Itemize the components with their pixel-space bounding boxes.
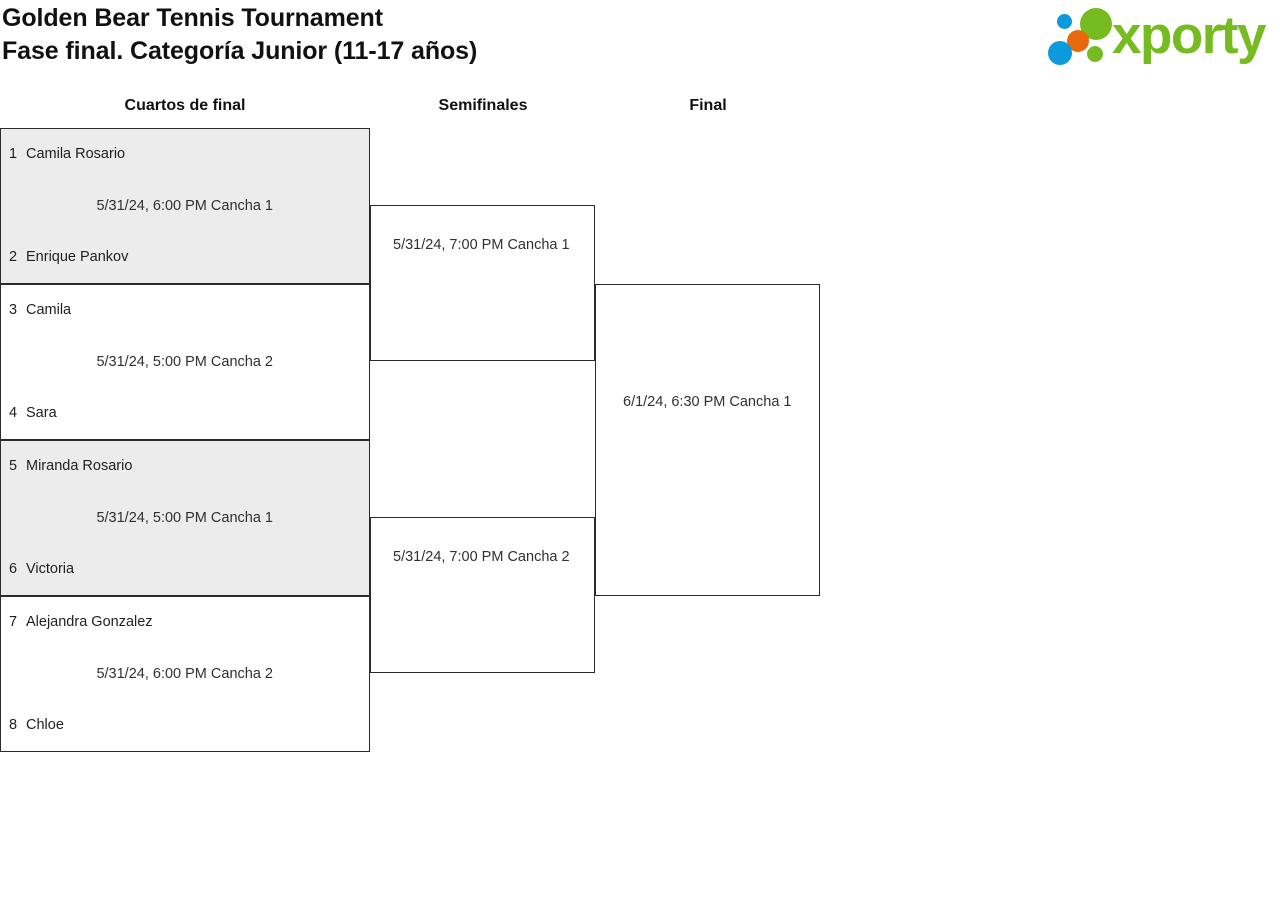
- player-name: Sara: [26, 405, 57, 421]
- match-final[interactable]: 6/1/24, 6:30 PM Cancha 1: [595, 284, 820, 596]
- logo-dot-blue-small-icon: [1057, 14, 1072, 29]
- tournament-name: Golden Bear Tennis Tournament: [2, 4, 383, 32]
- match-player-top[interactable]: 5 Miranda Rosario: [9, 458, 132, 474]
- logo-dot-green-small-icon: [1087, 46, 1103, 62]
- xporty-wordmark: xporty: [1112, 6, 1266, 65]
- match-player-bottom[interactable]: 2 Enrique Pankov: [9, 249, 128, 265]
- player-name: Victoria: [26, 561, 75, 577]
- match-player-top[interactable]: 3 Camila: [9, 302, 71, 318]
- logo-dot-blue-large-icon: [1048, 41, 1072, 65]
- round-header-final: Final: [689, 97, 727, 114]
- player-seed: 8: [9, 717, 18, 733]
- xporty-dot-cluster-icon: [1048, 8, 1120, 66]
- match-schedule: 5/31/24, 5:00 PM Cancha 1: [96, 510, 273, 526]
- match-quarterfinal-4[interactable]: 7 Alejandra Gonzalez 5/31/24, 6:00 PM Can…: [0, 596, 370, 752]
- match-schedule: 5/31/24, 5:00 PM Cancha 2: [96, 354, 273, 370]
- player-seed: 7: [9, 614, 18, 630]
- page-header: Golden Bear Tennis Tournament Fase final…: [0, 0, 1280, 86]
- player-name: Chloe: [26, 717, 64, 733]
- round-header-semifinals: Semifinales: [438, 97, 528, 114]
- match-player-bottom[interactable]: 6 Victoria: [9, 561, 74, 577]
- player-name: Camila Rosario: [26, 146, 126, 162]
- match-semifinal-2[interactable]: 5/31/24, 7:00 PM Cancha 2: [370, 517, 595, 673]
- match-schedule: 6/1/24, 6:30 PM Cancha 1: [623, 394, 792, 410]
- match-quarterfinal-2[interactable]: 3 Camila 5/31/24, 5:00 PM Cancha 2 4 Sara: [0, 284, 370, 440]
- player-name: Alejandra Gonzalez: [26, 614, 153, 630]
- match-quarterfinal-3[interactable]: 5 Miranda Rosario 5/31/24, 5:00 PM Cancha…: [0, 440, 370, 596]
- logo-dot-orange-icon: [1067, 30, 1089, 52]
- match-schedule: 5/31/24, 7:00 PM Cancha 2: [393, 549, 570, 565]
- xporty-logo: xporty: [1048, 6, 1274, 68]
- player-name: Miranda Rosario: [26, 458, 133, 474]
- match-player-top[interactable]: 7 Alejandra Gonzalez: [9, 614, 153, 630]
- match-player-bottom[interactable]: 4 Sara: [9, 405, 57, 421]
- player-name: Enrique Pankov: [26, 249, 129, 265]
- player-seed: 6: [9, 561, 18, 577]
- match-player-top[interactable]: 1 Camila Rosario: [9, 146, 125, 162]
- tournament-title-block: Golden Bear Tennis Tournament Fase final…: [2, 2, 477, 68]
- match-quarterfinal-1[interactable]: 1 Camila Rosario 5/31/24, 6:00 PM Cancha …: [0, 128, 370, 284]
- player-seed: 3: [9, 302, 18, 318]
- match-semifinal-1[interactable]: 5/31/24, 7:00 PM Cancha 1: [370, 205, 595, 361]
- player-seed: 5: [9, 458, 18, 474]
- match-schedule: 5/31/24, 6:00 PM Cancha 2: [96, 666, 273, 682]
- tournament-subtitle: Fase final. Categoría Junior (11-17 años…: [2, 37, 478, 65]
- match-schedule: 5/31/24, 6:00 PM Cancha 1: [96, 198, 273, 214]
- player-seed: 2: [9, 249, 18, 265]
- match-player-bottom[interactable]: 8 Chloe: [9, 717, 64, 733]
- player-seed: 4: [9, 405, 18, 421]
- round-header-quarterfinals: Cuartos de final: [124, 97, 246, 114]
- player-name: Camila: [26, 302, 72, 318]
- match-schedule: 5/31/24, 7:00 PM Cancha 1: [393, 237, 570, 253]
- player-seed: 1: [9, 146, 18, 162]
